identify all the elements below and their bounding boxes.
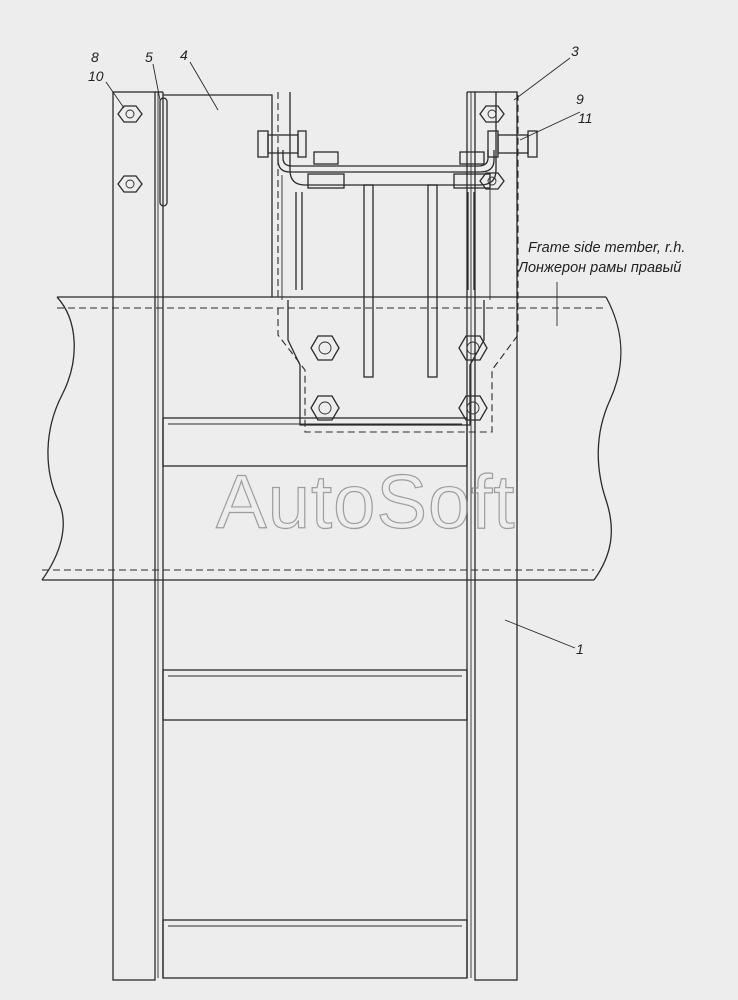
hex-nut-group [117, 105, 505, 193]
callout-5: 5 [145, 49, 153, 65]
slot [159, 97, 168, 207]
callout-9: 9 [576, 91, 584, 107]
frame-label-ru: Лонжерон рамы правый [517, 260, 681, 276]
callout-10: 10 [88, 68, 104, 84]
frame-label-en: Frame side member, r.h. [528, 240, 685, 256]
callout-11: 11 [578, 110, 593, 126]
leader-lines [105, 57, 581, 649]
top-bolts [257, 130, 538, 158]
watermark: AutoSoft [216, 460, 516, 545]
bracket-nuts [310, 335, 488, 421]
ladder-left-stringer [112, 91, 164, 981]
frame-side-member [41, 296, 622, 581]
callout-8: 8 [91, 49, 99, 65]
callout-1: 1 [576, 641, 584, 657]
bracket-plate [163, 92, 519, 433]
u-bolt [277, 150, 495, 378]
callout-4: 4 [180, 47, 188, 63]
ladder-steps [162, 417, 468, 979]
callout-3: 3 [571, 43, 579, 59]
